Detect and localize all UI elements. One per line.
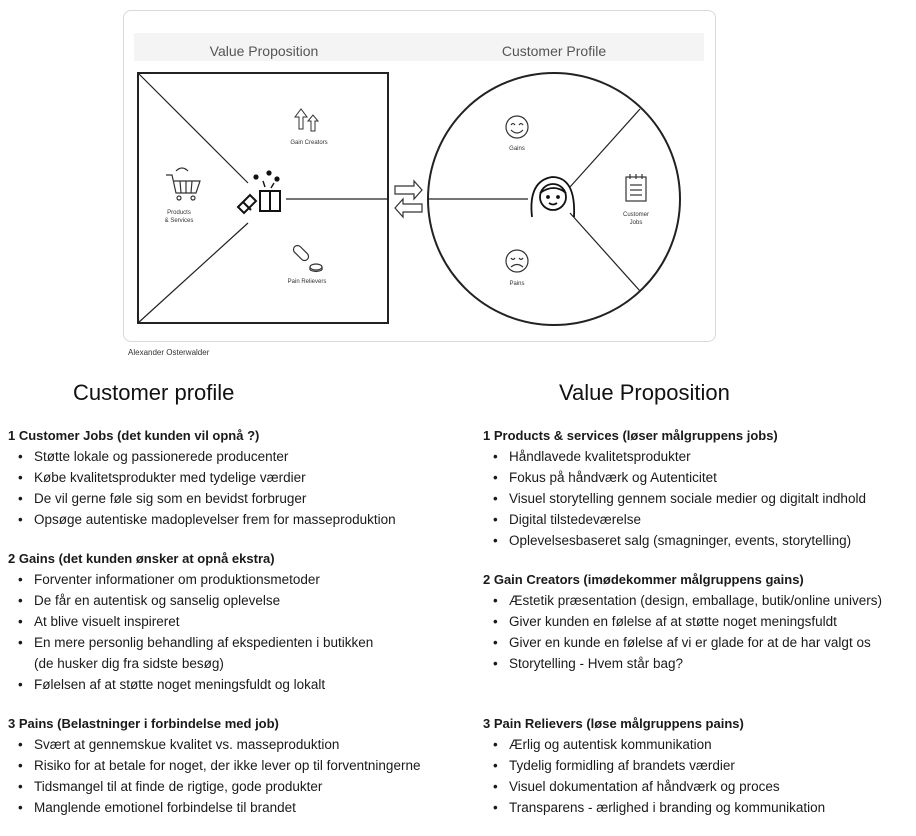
- list-item: Visuel dokumentation af håndværk og proc…: [483, 776, 913, 797]
- list-item: Ærlig og autentisk kommunikation: [483, 734, 913, 755]
- list-item: Støtte lokale og passionerede producente…: [8, 446, 478, 467]
- list-item: Svært at gennemskue kvalitet vs. massepr…: [8, 734, 478, 755]
- list-item: Æstetik præsentation (design, emballage,…: [483, 590, 913, 611]
- customer-profile-heading: Customer Profile: [502, 43, 606, 59]
- value-map-square: [137, 72, 389, 324]
- list-item-continuation: (de husker dig fra sidste besøg): [34, 656, 224, 671]
- customer-jobs-label-1: Customer: [623, 212, 649, 218]
- list-item: Storytelling - Hvem står bag?: [483, 653, 913, 674]
- list-item: Følelsen af at støtte noget meningsfuldt…: [8, 674, 478, 695]
- value-proposition-canvas: Value Proposition Customer Profile Gain …: [123, 10, 716, 342]
- customer-jobs-icon: [625, 174, 647, 202]
- list-item: De vil gerne føle sig som en bevidst for…: [8, 488, 478, 509]
- pain-relievers-list: Ærlig og autentisk kommunikation Tydelig…: [483, 734, 913, 818]
- image-credit: Alexander Osterwalder: [128, 348, 210, 357]
- list-item: Købe kvalitetsprodukter med tydelige vær…: [8, 467, 478, 488]
- gain-creators-list: Æstetik præsentation (design, emballage,…: [483, 590, 913, 674]
- pains-label: Pains: [509, 281, 524, 287]
- customer-face-icon: [530, 176, 575, 218]
- list-item: Forventer informationer om produktionsme…: [8, 569, 478, 590]
- customer-profile-title: Customer profile: [73, 380, 235, 405]
- pain-relievers-heading: 3 Pain Relievers (løse målgruppens pains…: [483, 716, 744, 731]
- list-item: Giver kunden en følelse af at støtte nog…: [483, 611, 913, 632]
- products-services-label-2: & Services: [165, 218, 194, 224]
- list-item: Digital tilstedeværelse: [483, 509, 913, 530]
- pains-list: Svært at gennemskue kvalitet vs. massepr…: [8, 734, 478, 818]
- list-item: Manglende emotionel forbindelse til bran…: [8, 797, 478, 818]
- list-item: Håndlavede kvalitetsprodukter: [483, 446, 913, 467]
- gain-creators-heading: 2 Gain Creators (imødekommer målgruppens…: [483, 572, 804, 587]
- products-services-list: Håndlavede kvalitetsprodukter Fokus på h…: [483, 446, 913, 551]
- list-item: Visuel storytelling gennem sociale medie…: [483, 488, 913, 509]
- canvas-diagram: Value Proposition Customer Profile Gain …: [134, 33, 704, 326]
- pains-heading: 3 Pains (Belastninger i forbindelse med …: [8, 716, 279, 731]
- gains-label: Gains: [509, 146, 525, 152]
- list-item: Risiko for at betale for noget, der ikke…: [8, 755, 478, 776]
- value-proposition-column: 1 Products & services (løser målgruppens…: [483, 425, 913, 836]
- list-item-text: En mere personlig behandling af ekspedie…: [34, 635, 374, 650]
- list-item: Opsøge autentiske madoplevelser frem for…: [8, 509, 478, 530]
- value-proposition-title: Value Proposition: [559, 380, 730, 405]
- canvas-header-band: [134, 33, 704, 61]
- list-item: At blive visuelt inspireret: [8, 611, 478, 632]
- list-item: Oplevelsesbaseret salg (smagninger, even…: [483, 530, 913, 551]
- list-item: Fokus på håndværk og Autenticitet: [483, 467, 913, 488]
- products-services-heading: 1 Products & services (løser målgruppens…: [483, 428, 778, 443]
- list-item: De får en autentisk og sanselig oplevels…: [8, 590, 478, 611]
- pain-relievers-label: Pain Relievers: [288, 279, 327, 285]
- gift-icon: [236, 170, 281, 215]
- gains-list: Forventer informationer om produktionsme…: [8, 569, 478, 695]
- list-item: Tydelig formidling af brandets værdier: [483, 755, 913, 776]
- gain-creators-icon: [294, 108, 320, 132]
- customer-jobs-label-2: Jobs: [630, 220, 643, 226]
- customer-jobs-heading: 1 Customer Jobs (det kunden vil opnå ?): [8, 428, 260, 443]
- exchange-arrows-icon: [394, 179, 423, 219]
- list-item: En mere personlig behandling af ekspedie…: [8, 632, 478, 674]
- products-services-icon: [166, 167, 201, 201]
- gains-smile-icon: [505, 115, 529, 139]
- list-item: Tidsmangel til at finde de rigtige, gode…: [8, 776, 478, 797]
- gain-creators-label: Gain Creators: [290, 140, 327, 146]
- gains-heading: 2 Gains (det kunden ønsker at opnå ekstr…: [8, 551, 275, 566]
- products-services-label-1: Products: [167, 210, 191, 216]
- customer-profile-column: 1 Customer Jobs (det kunden vil opnå ?) …: [8, 425, 478, 836]
- customer-jobs-list: Støtte lokale og passionerede producente…: [8, 446, 478, 530]
- customer-profile-circle: [427, 72, 681, 326]
- list-item: Transparens - ærlighed i branding og kom…: [483, 797, 913, 818]
- list-item: Giver en kunde en følelse af vi er glade…: [483, 632, 913, 653]
- pains-sad-icon: [505, 249, 529, 273]
- pain-relievers-icon: [292, 244, 323, 273]
- value-proposition-heading: Value Proposition: [210, 43, 319, 59]
